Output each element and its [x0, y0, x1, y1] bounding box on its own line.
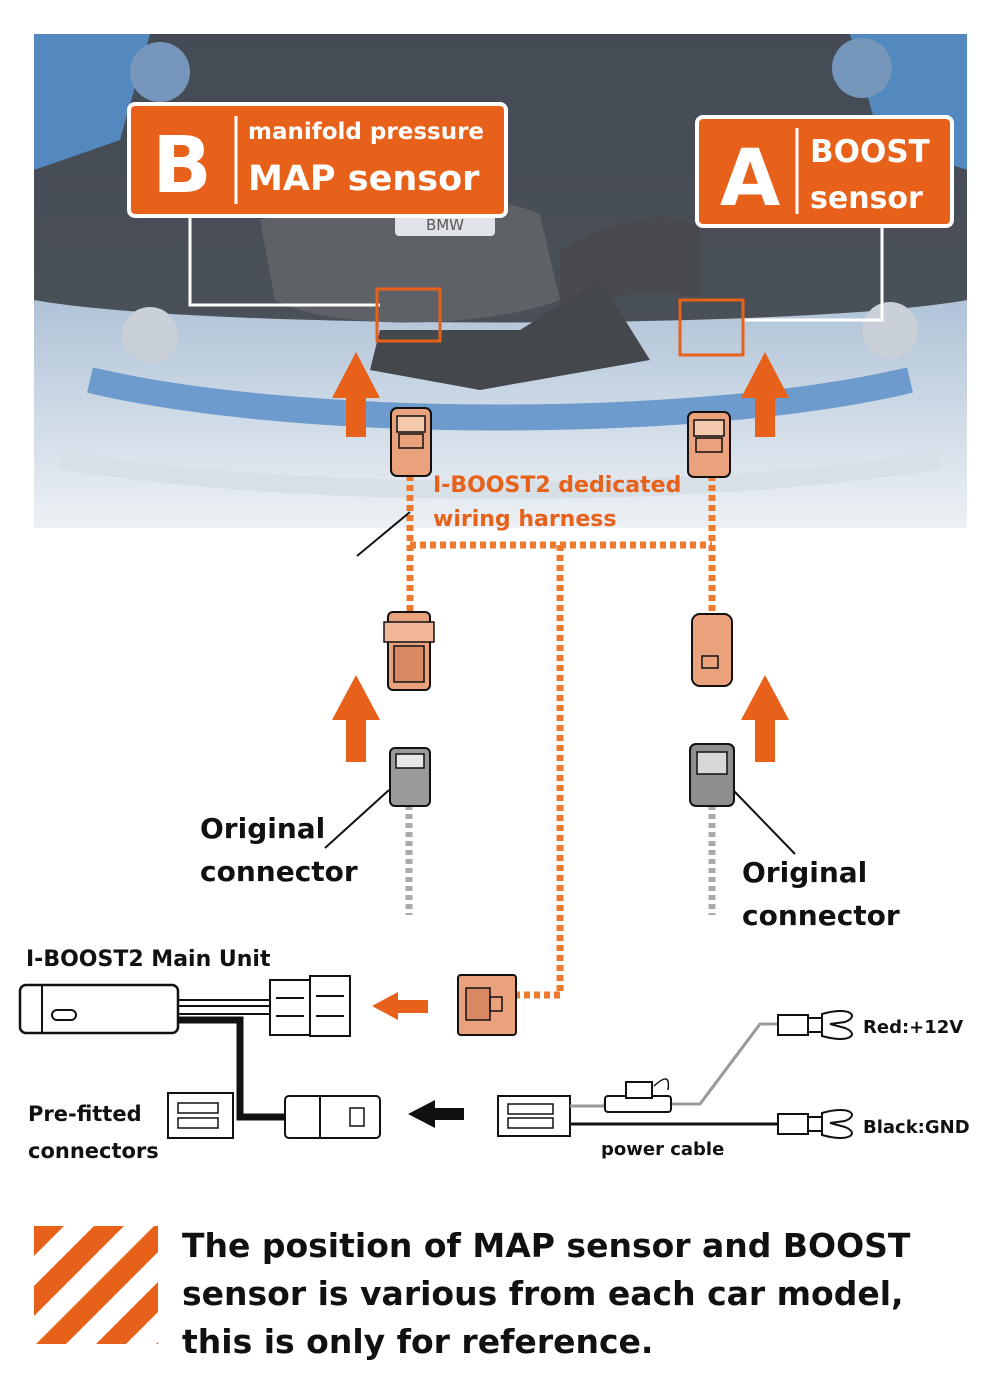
sensor-a-letter: A: [720, 134, 780, 224]
up-arrow-right-top: [741, 352, 789, 437]
original-connector-right: [689, 743, 735, 915]
main-unit-title: I-BOOST2 Main Unit: [26, 947, 271, 972]
sensor-a-label: A BOOST sensor: [695, 115, 954, 228]
note-line2: sensor is various from each car model,: [182, 1274, 904, 1313]
original-left-line2: connector: [200, 855, 358, 888]
harness-wires: [406, 475, 716, 999]
original-right-leader: [733, 790, 796, 855]
red-wire-label: Red:+12V: [863, 1017, 963, 1038]
harness-label-line1: I-BOOST2 dedicated: [433, 473, 681, 498]
main-unit-output-connector: [269, 975, 351, 1037]
prefitted-connector-right: [284, 1095, 381, 1139]
harness-connector-a-lower: [691, 613, 733, 687]
power-wires: [570, 1022, 780, 1126]
power-cable-label: power cable: [601, 1139, 724, 1160]
sensor-a-line2: sensor: [810, 181, 923, 216]
main-unit-device: [18, 983, 180, 1035]
left-arrow-black: [408, 1100, 464, 1128]
boost-sensor-highlight: [678, 298, 745, 357]
main-unit-cables: [178, 999, 285, 1121]
terminal-black: [777, 1109, 853, 1139]
prefitted-line2: connectors: [28, 1139, 159, 1163]
original-right-line2: connector: [742, 899, 900, 932]
bmw-badge-text: BMW: [426, 216, 464, 234]
sensor-b-label: B manifold pressure MAP sensor: [127, 102, 508, 218]
prefitted-line1: Pre-fitted: [28, 1102, 142, 1126]
sensor-a-line1: BOOST: [810, 134, 930, 170]
note-line3: this is only for reference.: [182, 1322, 654, 1361]
original-left-line1: Original: [200, 812, 325, 845]
left-arrow-orange: [372, 992, 428, 1020]
original-left-leader: [324, 789, 390, 849]
harness-connector-b-top: [390, 407, 432, 477]
up-arrow-left-top: [332, 352, 380, 437]
original-connector-left: [389, 747, 431, 915]
warning-stripes-icon: [34, 1226, 158, 1344]
prefitted-connector-left: [167, 1092, 234, 1139]
up-arrow-right-middle: [741, 675, 789, 762]
harness-end-connector: [457, 974, 517, 1036]
inline-fuse: [604, 1078, 672, 1113]
note-line1: The position of MAP sensor and BOOST: [182, 1226, 911, 1265]
terminal-red: [777, 1010, 853, 1040]
sensor-b-line2: MAP sensor: [248, 159, 480, 199]
map-sensor-highlight: [375, 287, 442, 343]
harness-label-line2: wiring harness: [433, 507, 616, 532]
reference-note: The position of MAP sensor and BOOST sen…: [182, 1222, 982, 1366]
power-cable-connector: [497, 1095, 571, 1137]
harness-connector-a-top: [687, 411, 731, 478]
harness-connector-b-lower: [383, 611, 435, 691]
callout-line-a: [742, 225, 884, 322]
black-wire-label: Black:GND: [863, 1117, 970, 1138]
harness-leader-line: [356, 511, 411, 557]
sensor-b-letter: B: [152, 121, 211, 211]
original-right-line1: Original: [742, 856, 867, 889]
sensor-b-line1: manifold pressure: [248, 119, 484, 145]
up-arrow-left-middle: [332, 675, 380, 762]
callout-line-b: [188, 215, 380, 307]
